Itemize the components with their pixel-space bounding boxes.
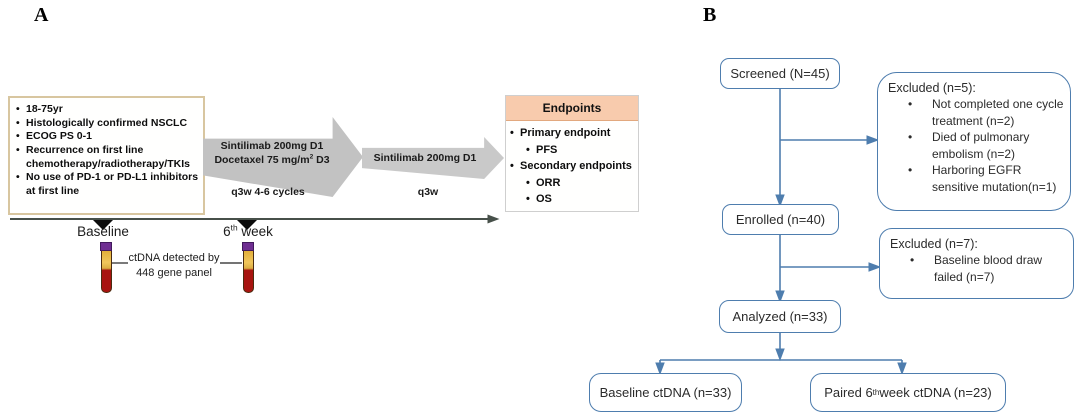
- excluded1-list: Not completed one cycle treatment (n=2) …: [888, 96, 1064, 195]
- tube-body-icon: [242, 251, 254, 293]
- ctdna-caption-line1: ctDNA detected by: [128, 252, 220, 264]
- arrow2-schedule: q3w: [417, 186, 439, 198]
- excluded1-item: Harboring EGFR sensitive mutation(n=1): [888, 162, 1064, 195]
- eligibility-list: 18-75yr Histologically confirmed NSCLC E…: [15, 103, 201, 198]
- arrow1-schedule: q3w 4-6 cycles: [231, 186, 305, 198]
- excluded2-title: Excluded (n=7):: [890, 237, 978, 251]
- eligibility-item: Histologically confirmed NSCLC: [15, 117, 201, 131]
- blood-tube-week6-icon: [240, 242, 256, 294]
- arrow1-line2: Docetaxel 75 mg/m2 D3: [214, 153, 330, 167]
- week6-label: 6th week: [223, 222, 273, 239]
- ctdna-caption: ctDNA detected by 448 gene panel: [126, 251, 222, 281]
- excluded1-item: Not completed one cycle treatment (n=2): [888, 96, 1064, 129]
- excluded-box-1: Excluded (n=5): Not completed one cycle …: [877, 72, 1071, 211]
- tube-cap-icon: [100, 242, 112, 251]
- panel-b-label: B: [703, 4, 717, 26]
- treatment-arrow-1-label: Sintilimab 200mg D1 Docetaxel 75 mg/m2 D…: [206, 139, 338, 167]
- endpoints-box: Endpoints Primary endpoint PFS Secondary…: [505, 95, 639, 212]
- endpoint-orr: ORR: [526, 175, 636, 192]
- endpoint-pfs: PFS: [526, 142, 636, 159]
- endpoints-header: Endpoints: [506, 96, 638, 121]
- endpoint-os: OS: [526, 191, 636, 208]
- eligibility-criteria-box: 18-75yr Histologically confirmed NSCLC E…: [8, 96, 205, 215]
- ctdna-caption-line2: 448 gene panel: [136, 266, 212, 279]
- tube-cap-icon: [242, 242, 254, 251]
- eligibility-item: 18-75yr: [15, 103, 201, 117]
- panel-a-label: A: [34, 4, 49, 26]
- excluded-box-2: Excluded (n=7): Baseline blood draw fail…: [879, 228, 1074, 299]
- excluded2-item: Baseline blood draw failed (n=7): [890, 252, 1067, 285]
- endpoints-body: Primary endpoint PFS Secondary endpoints…: [506, 121, 638, 208]
- screened-box: Screened (N=45): [720, 58, 840, 89]
- tube-body-icon: [100, 251, 112, 293]
- baseline-ctdna-box: Baseline ctDNA (n=33): [589, 373, 742, 412]
- blood-tube-baseline-icon: [98, 242, 114, 294]
- eligibility-item: ECOG PS 0-1: [15, 130, 201, 144]
- endpoint-primary-label: Primary endpoint: [510, 125, 636, 142]
- baseline-label: Baseline: [77, 224, 129, 239]
- enrolled-box: Enrolled (n=40): [722, 204, 839, 235]
- endpoint-secondary-label: Secondary endpoints: [510, 158, 636, 175]
- excluded1-title: Excluded (n=5):: [888, 81, 976, 95]
- arrow1-line1: Sintilimab 200mg D1: [220, 140, 324, 152]
- excluded1-item: Died of pulmonary embolism (n=2): [888, 129, 1064, 162]
- eligibility-item: Recurrence on first line chemotherapy/ra…: [15, 144, 201, 171]
- treatment-arrow-2-label: Sintilimab 200mg D1: [373, 152, 477, 164]
- analyzed-box: Analyzed (n=33): [719, 300, 841, 333]
- excluded2-list: Baseline blood draw failed (n=7): [890, 252, 1067, 285]
- eligibility-item: No use of PD-1 or PD-L1 inhibitors at fi…: [15, 171, 201, 198]
